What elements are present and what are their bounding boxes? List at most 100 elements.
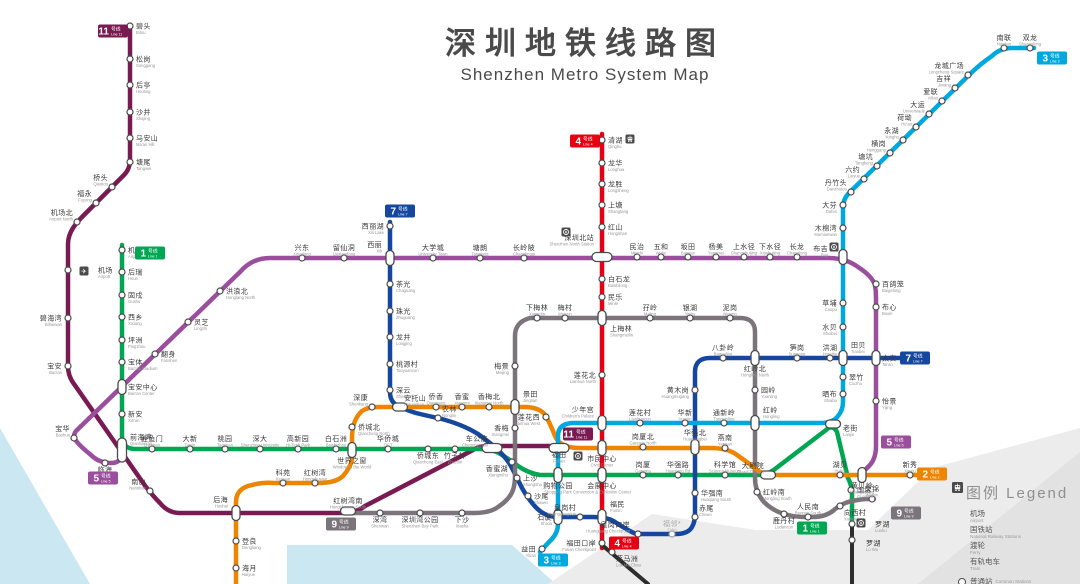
svg-text:Ma'an Hill: Ma'an Hill [136, 142, 154, 147]
svg-text:桃源村: 桃源村 [396, 360, 418, 369]
svg-text:4: 4 [614, 539, 620, 550]
svg-text:车公庙: 车公庙 [466, 434, 488, 443]
svg-text:Chiwei: Chiwei [699, 512, 712, 517]
svg-text:Line 1: Line 1 [148, 255, 158, 259]
station [385, 249, 395, 267]
svg-text:Line 4: Line 4 [583, 143, 593, 147]
svg-text:Qiaoxiang: Qiaoxiang [427, 400, 447, 405]
station [231, 504, 241, 522]
svg-text:Shajing: Shajing [136, 116, 151, 121]
svg-text:Songgang: Songgang [136, 63, 156, 68]
svg-text:沙井: 沙井 [136, 108, 151, 117]
svg-text:Xixiang: Xixiang [128, 321, 142, 326]
svg-text:Chegongmiao: Chegongmiao [462, 442, 489, 447]
water-region [287, 545, 556, 584]
svg-text:号线: 号线 [576, 429, 586, 436]
svg-text:会展中心: 会展中心 [587, 481, 617, 490]
svg-text:Line 1: Line 1 [810, 530, 820, 534]
station [633, 253, 641, 261]
svg-text:号线: 号线 [1050, 53, 1060, 60]
station [868, 495, 876, 503]
map-facility-icons: ✈ [79, 134, 866, 528]
svg-text:深圳北站: 深圳北站 [564, 233, 594, 242]
svg-text:号线: 号线 [339, 519, 349, 526]
hongkong-region [548, 428, 1080, 584]
svg-text:Line 2: Line 2 [930, 476, 940, 480]
svg-text:Xiangmihu: Xiangmihu [488, 472, 508, 477]
svg-text:号线: 号线 [583, 136, 593, 143]
svg-text:八卦岭: 八卦岭 [712, 343, 734, 352]
svg-text:Pingzhou: Pingzhou [128, 344, 146, 349]
svg-text:Yonghu: Yonghu [885, 134, 900, 139]
svg-text:农林: 农林 [442, 405, 457, 414]
svg-text:Baishilong: Baishilong [608, 283, 628, 288]
station [753, 488, 761, 496]
national-railway-icon [573, 451, 583, 461]
svg-text:通新岭: 通新岭 [713, 408, 735, 417]
svg-text:Shopping Park: Shopping Park [544, 489, 572, 494]
svg-text:Qinghu: Qinghu [608, 144, 622, 149]
svg-text:Hubei: Hubei [835, 468, 846, 473]
svg-text:Huaqiangbei: Huaqiangbei [683, 436, 707, 441]
svg-text:人民南: 人民南 [797, 502, 819, 511]
svg-text:福民: 福民 [610, 500, 625, 509]
station [146, 487, 154, 495]
svg-text:号线: 号线 [101, 473, 111, 480]
station [857, 466, 867, 484]
station [598, 159, 606, 167]
station [646, 314, 654, 322]
svg-text:号线: 号线 [810, 523, 820, 530]
station [839, 373, 847, 381]
station [684, 253, 692, 261]
station [886, 149, 894, 157]
station [232, 537, 240, 545]
metro-line-line7 [387, 219, 905, 537]
svg-text:Liuxiandong: Liuxiandong [333, 251, 356, 256]
station [118, 246, 126, 254]
svg-text:爱联: 爱联 [923, 87, 938, 96]
svg-text:老街: 老街 [843, 424, 858, 433]
svg-text:号线: 号线 [930, 469, 940, 476]
station [126, 81, 134, 89]
svg-text:Lianhua North: Lianhua North [570, 379, 597, 384]
legend-railway-en: National Railway Stations [970, 534, 1022, 539]
svg-text:石厦: 石厦 [537, 514, 552, 522]
svg-text:Tangwei: Tangwei [136, 166, 151, 171]
station [657, 253, 665, 261]
svg-text:珠光: 珠光 [396, 307, 411, 316]
station [597, 439, 607, 457]
airport-icon: ✈ [79, 266, 89, 276]
svg-text:Luohu: Luohu [875, 528, 887, 533]
svg-text:晒布: 晒布 [822, 390, 837, 399]
svg-text:燕南: 燕南 [718, 433, 733, 442]
station [92, 199, 100, 207]
svg-text:塘朗: 塘朗 [473, 243, 488, 252]
svg-text:Qianhaiwan: Qianhaiwan [130, 441, 153, 446]
station [576, 513, 584, 521]
svg-text:华强南: 华强南 [701, 489, 723, 498]
tram-icon [625, 134, 635, 144]
station [824, 419, 842, 429]
station [256, 445, 264, 453]
svg-text:Hongshuwan: Hongshuwan [303, 476, 328, 481]
svg-text:沙尾: 沙尾 [534, 493, 549, 501]
station [634, 530, 642, 538]
station [597, 414, 607, 432]
svg-text:民治: 民治 [630, 242, 645, 251]
metro-line-line9 [345, 315, 877, 520]
svg-text:Grand Theater: Grand Theater [737, 469, 765, 474]
svg-text:南山: 南山 [131, 477, 146, 486]
svg-text:Hongling South: Hongling South [763, 496, 792, 501]
svg-text:Line 4: Line 4 [622, 545, 632, 549]
svg-text:深康: 深康 [353, 393, 368, 402]
svg-text:湖贝: 湖贝 [833, 460, 848, 469]
svg-text:Xiangxicun: Xiangxicun [844, 516, 865, 521]
svg-text:吉祥: 吉祥 [936, 74, 951, 83]
svg-text:2: 2 [922, 470, 928, 481]
svg-text:5: 5 [93, 474, 99, 485]
station [126, 158, 134, 166]
svg-text:Shaibu: Shaibu [824, 398, 838, 403]
svg-text:侨城东: 侨城东 [417, 451, 439, 460]
svg-text:前海湾: 前海湾 [130, 433, 152, 442]
